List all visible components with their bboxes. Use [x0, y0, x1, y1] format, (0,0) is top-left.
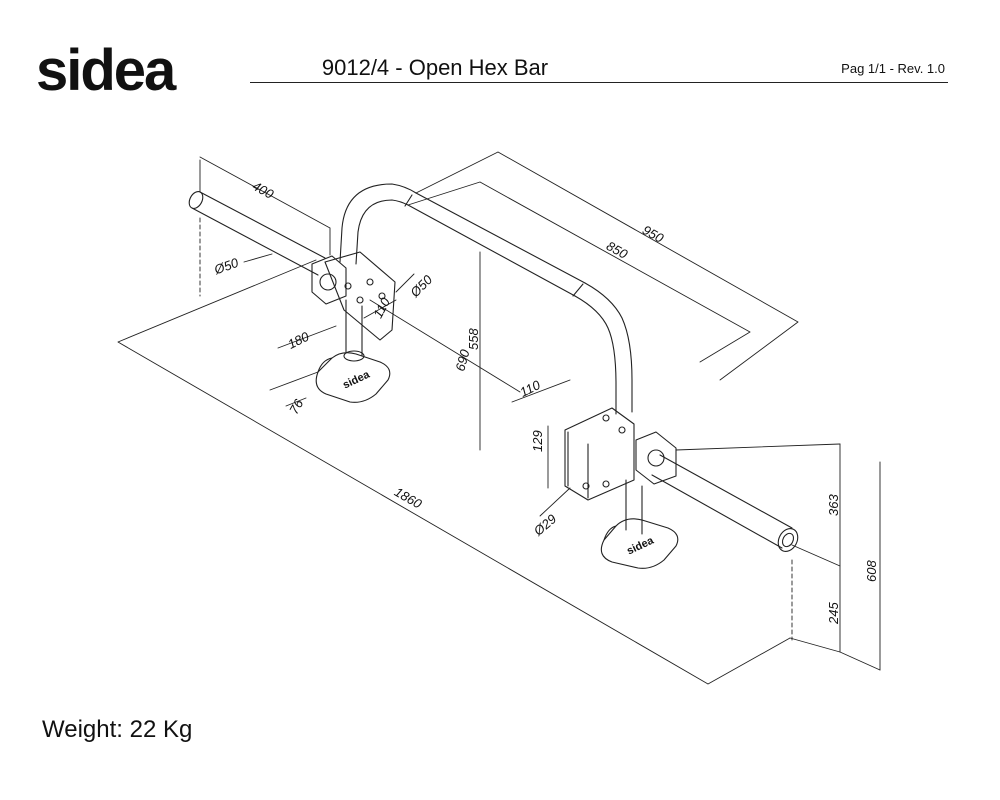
brand-logo: sidea [36, 38, 176, 103]
left-plate-logo: sidea [341, 368, 372, 391]
right-foot-plate [600, 518, 679, 569]
dim-400: 400 [250, 178, 277, 202]
page-title: 9012/4 - Open Hex Bar [321, 55, 549, 80]
right-plate-logo: sidea [625, 534, 656, 557]
left-bracket [324, 251, 396, 341]
dim-363: 363 [826, 494, 841, 516]
left-rear-arch [339, 183, 417, 265]
left-sleeve-end [188, 191, 204, 209]
dim-phi50-center: Ø50 [407, 271, 436, 300]
dim-110-right: 110 [517, 377, 543, 400]
dim-608: 608 [864, 560, 879, 582]
dim-850: 850 [604, 238, 631, 262]
left-foot-plate [315, 352, 391, 403]
right-sleeve-end [777, 528, 799, 552]
dim-1860: 1860 [392, 484, 425, 512]
header-rule [250, 82, 948, 83]
right-sleeve-tube [651, 454, 793, 549]
dim-180: 180 [285, 328, 312, 351]
dim-phi50-left: Ø50 [211, 255, 241, 278]
dim-558: 558 [466, 328, 481, 350]
dim-phi29: Ø29 [530, 511, 559, 539]
page-revision-info: Pag 1/1 - Rev. 1.0 [841, 61, 945, 76]
dim-129: 129 [530, 430, 545, 452]
right-bracket [564, 407, 635, 501]
right-front-arch [574, 282, 633, 415]
dim-690: 690 [452, 347, 472, 373]
top-cross-tube [407, 192, 586, 297]
weight-label: Weight: 22 Kg [42, 716, 193, 743]
dim-245: 245 [826, 602, 841, 625]
dim-950: 950 [640, 222, 667, 246]
left-sleeve-tube [191, 191, 326, 276]
dim-110-left: 110 [370, 295, 393, 321]
